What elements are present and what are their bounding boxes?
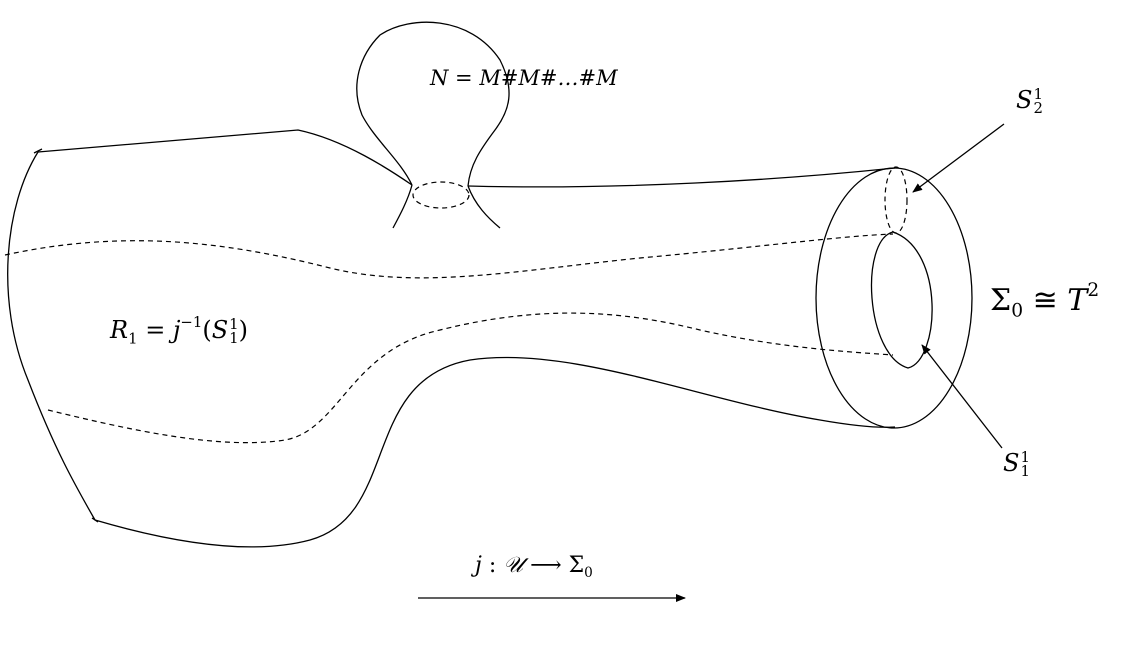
map-label: j : 𝒰 ⟶ Σ0: [475, 555, 593, 580]
torus-cong: ≅: [1032, 282, 1058, 318]
region-name: R: [110, 316, 129, 345]
r1-lower-boundary: [47, 312, 894, 444]
region-inv: −1: [180, 313, 203, 331]
arrow-to-s2: [912, 123, 1005, 193]
surface-top-edge: [37, 129, 413, 186]
torus-label: Σ0 ≅ T2: [990, 280, 1100, 322]
map-colon: :: [488, 553, 497, 578]
region-sub: 1: [128, 329, 138, 348]
region-fn: j: [172, 316, 181, 345]
s1-s: S: [1003, 449, 1020, 477]
connected-sum-text: N = M#M#…#M: [430, 66, 618, 90]
map-j: j: [475, 553, 482, 578]
neck-circle-dashed: [412, 181, 470, 209]
s1-sup: 1: [1020, 448, 1030, 467]
arrow-to-s1: [921, 344, 1003, 449]
connected-sum-label: N = M#M#…#M: [430, 68, 618, 89]
region-eq: =: [145, 316, 166, 345]
surface-top-edge-right: [467, 167, 896, 188]
torus-sigma: Σ: [990, 282, 1012, 318]
s2-sup: 1: [1033, 85, 1043, 104]
map-sub: 0: [584, 564, 593, 581]
s2-sub: 2: [1033, 98, 1043, 117]
surface-left-edge: [7, 151, 96, 521]
s1-sub: 1: [1020, 461, 1030, 480]
r1-upper-boundary: [4, 233, 894, 279]
torus-outer-ellipse: [815, 167, 973, 429]
map-sigma: Σ: [568, 553, 585, 578]
region-paren-close: ): [238, 316, 248, 345]
region-paren-open: (: [202, 316, 212, 345]
map-u: 𝒰: [503, 553, 524, 578]
map-arrow-glyph: ⟶: [530, 553, 562, 578]
region-s-sup: 1: [229, 315, 239, 334]
region-s-sub: 1: [229, 328, 239, 347]
s2-s: S: [1016, 86, 1033, 114]
region-s: S: [211, 316, 229, 345]
surface-left-corner-tick: [33, 148, 43, 154]
handle-neck-right: [467, 185, 501, 229]
s2-circle-dashed: [884, 166, 908, 234]
torus-sub: 0: [1011, 300, 1024, 322]
torus-t: T: [1067, 282, 1088, 318]
surface-bottom-edge: [94, 356, 896, 548]
torus-t-sup: 2: [1087, 280, 1100, 301]
handle-neck-left: [392, 184, 413, 229]
handle-outline: [356, 21, 510, 187]
torus-inner-hole: [870, 231, 933, 369]
